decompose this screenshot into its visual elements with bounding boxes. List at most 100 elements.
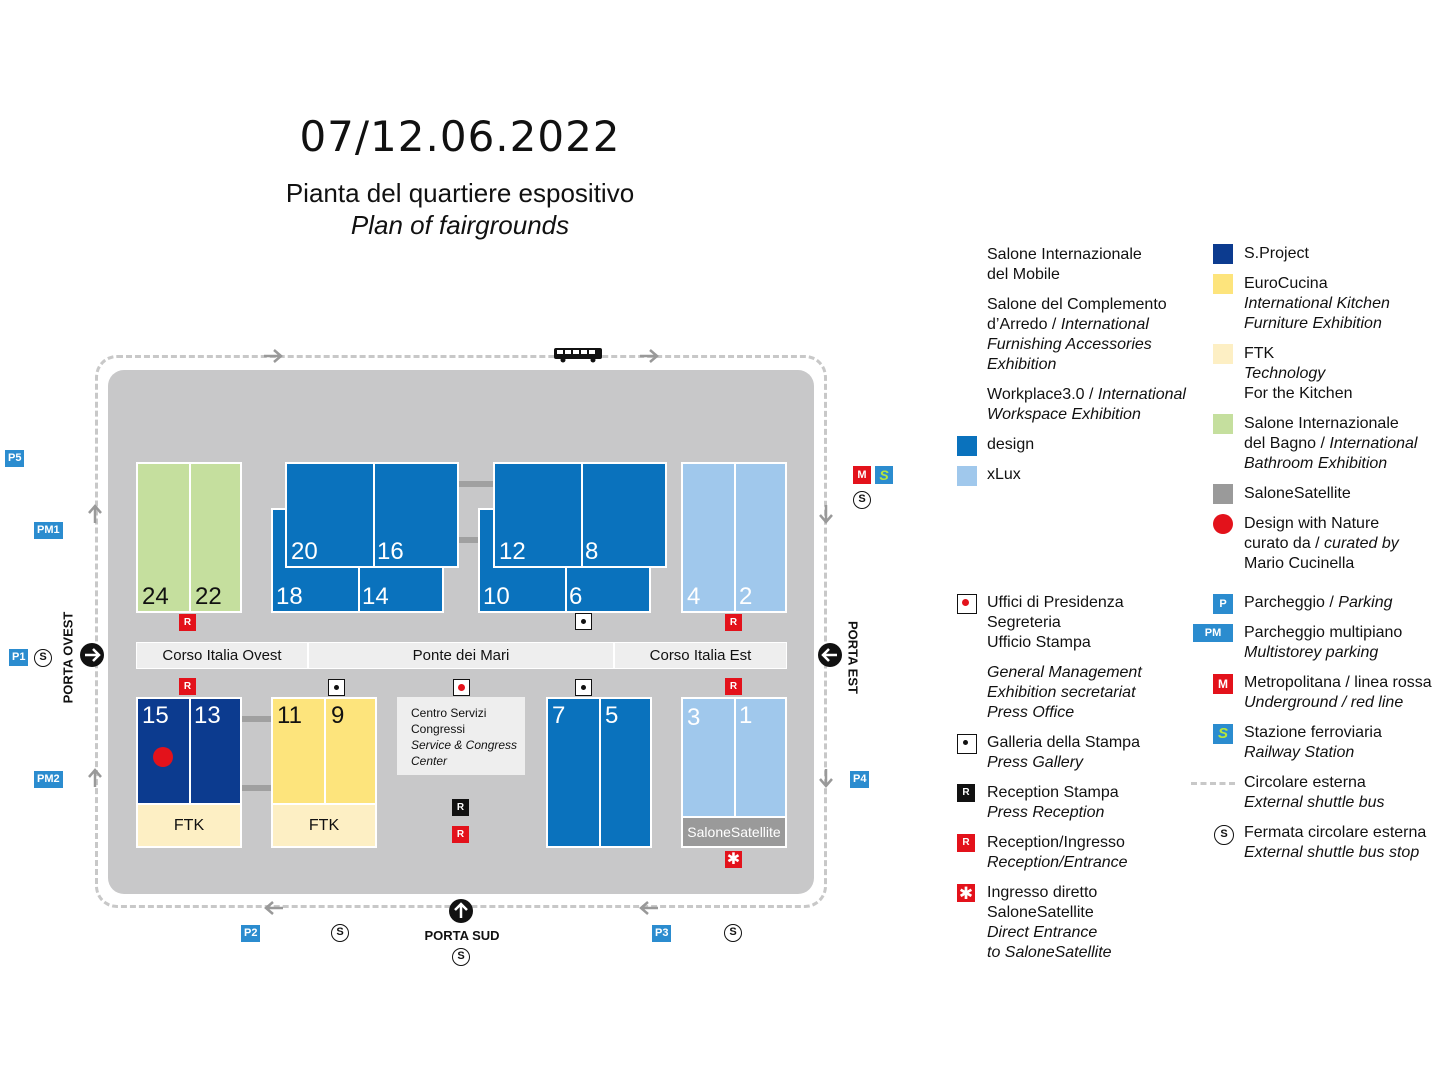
hall-label-10: 10: [483, 583, 510, 610]
route-arrow-left-icon: [264, 901, 283, 915]
press-gallery-icon: [328, 679, 345, 696]
design-with-nature-marker[interactable]: [153, 747, 173, 767]
hall-label-22: 22: [195, 583, 222, 610]
hall-label-18: 18: [276, 583, 303, 610]
shuttle-stop-icon: S: [331, 924, 349, 942]
shuttle-stop-icon: S: [452, 948, 470, 966]
gate-south-arrow-icon[interactable]: [449, 899, 473, 923]
center-label-2: Congressi: [411, 722, 466, 736]
legend-reception: Reception/Ingresso Reception/Entrance: [987, 834, 1128, 871]
reception-entrance-icon: R: [179, 678, 196, 695]
legend-multistorey-icon: PM: [1193, 624, 1233, 642]
gate-south-label: PORTA SUD: [424, 928, 500, 943]
legend-swatch-ftk: [1213, 344, 1233, 364]
legend-ingresso-diretto: Ingresso diretto SaloneSatellite Direct …: [987, 884, 1112, 961]
hall-connector: [458, 537, 494, 543]
hall-label-14: 14: [362, 583, 389, 610]
hall-15-13[interactable]: 15 13 FTK: [136, 697, 242, 848]
hall-label-16: 16: [377, 538, 404, 565]
parking-p1-badge[interactable]: P1: [9, 649, 29, 666]
hall-label-6: 6: [569, 583, 583, 610]
legend-metro: Metropolitana / linea rossa Underground …: [1244, 674, 1432, 711]
hall-7-5[interactable]: 7 5: [546, 697, 652, 848]
legend-swatch-sproject: [1213, 244, 1233, 264]
legend-parking-icon: P: [1213, 594, 1233, 614]
legend-railway: Stazione ferroviaria Railway Station: [1244, 724, 1382, 761]
shuttle-stop-icon: S: [853, 491, 871, 509]
parking-p5-badge[interactable]: P5: [5, 450, 25, 467]
route-arrow-down-icon: [819, 769, 833, 788]
gate-west-label: PORTA OVEST: [60, 611, 76, 704]
shuttle-stop-icon: S: [724, 924, 742, 942]
service-congress-center[interactable]: Centro Servizi Congressi Service & Congr…: [397, 697, 525, 775]
hall-12-8[interactable]: 12 8: [493, 462, 667, 568]
hall-label-1: 1: [739, 702, 753, 729]
hall-label-7: 7: [552, 702, 566, 729]
legend-swatch-eurocucina: [1213, 274, 1233, 294]
gate-west-arrow-icon[interactable]: [80, 643, 104, 667]
legend-multistorey: Parcheggio multipiano Multistorey parkin…: [1244, 624, 1403, 661]
hall-20-16[interactable]: 20 16: [285, 462, 459, 568]
hall-24-22[interactable]: 24 22: [136, 462, 242, 613]
railway-icon: S: [875, 466, 893, 484]
hall-3-1[interactable]: 3 1 SaloneSatellite: [681, 697, 787, 848]
management-office-icon: [453, 679, 470, 696]
legend-gallery-icon: [957, 734, 977, 754]
legend-complemento: Salone del Complemento d’Arredo / Intern…: [987, 296, 1167, 373]
gate-east-arrow-icon[interactable]: [818, 643, 842, 667]
legend-xlux: xLux: [987, 466, 1021, 483]
reception-entrance-icon: R: [725, 614, 742, 631]
legend-shuttle-stop: Fermata circolare esterna External shutt…: [1244, 824, 1427, 861]
route-arrow-down-icon: [819, 505, 833, 524]
street-corso-italia-ovest: Corso Italia Ovest: [136, 642, 308, 669]
parking-pm1-badge[interactable]: PM1: [34, 522, 63, 539]
press-gallery-icon: [575, 613, 592, 630]
hall-label-2: 2: [739, 583, 753, 610]
legend-uffici: Uffici di Presidenza Segreteria Ufficio …: [987, 594, 1142, 721]
event-dates: 07/12.06.2022: [299, 112, 621, 161]
route-arrow-right-icon: [640, 349, 659, 363]
parking-p3-badge[interactable]: P3: [652, 925, 672, 942]
reception-entrance-icon: R: [725, 678, 742, 695]
press-reception-icon: R: [452, 799, 469, 816]
center-label-1: Centro Servizi: [411, 706, 487, 720]
hall-label-13: 13: [194, 702, 221, 729]
legend-shuttle: Circolare esterna External shuttle bus: [1244, 774, 1385, 811]
legend-reception-stampa: Reception Stampa Press Reception: [987, 784, 1119, 821]
hall-label-3: 3: [687, 704, 701, 731]
shuttle-bus-icon: [554, 348, 602, 363]
center-label-3: Service & Congress: [411, 738, 518, 752]
legend-swatch-nature: [1213, 514, 1233, 534]
legend-satellite: SaloneSatellite: [1244, 485, 1351, 502]
hall-label-8: 8: [585, 538, 599, 565]
parking-pm2-badge[interactable]: PM2: [34, 771, 63, 788]
satellite-direct-entrance-icon: ✱: [725, 851, 742, 868]
legend-metro-icon: M: [1213, 674, 1233, 694]
ftk-area-a: FTK: [138, 803, 240, 846]
hall-connector: [241, 716, 271, 722]
parking-p2-badge[interactable]: P2: [241, 925, 261, 942]
route-arrow-left-icon: [639, 901, 658, 915]
parking-p4-badge[interactable]: P4: [850, 771, 870, 788]
legend-railway-icon: S: [1213, 724, 1233, 744]
legend-galleria: Galleria della Stampa Press Gallery: [987, 734, 1140, 771]
hall-label-15: 15: [142, 702, 169, 729]
hall-11-9[interactable]: 11 9 FTK: [271, 697, 377, 848]
hall-label-5: 5: [605, 702, 619, 729]
map-subtitle-it: Pianta del quartiere espositivo: [285, 178, 635, 208]
hall-label-12: 12: [499, 538, 526, 565]
legend-swatch-design: [957, 436, 977, 456]
hall-4-2[interactable]: 4 2: [681, 462, 787, 613]
reception-entrance-icon: R: [452, 826, 469, 843]
legend-press-reception-icon: R: [957, 784, 975, 802]
legend-design: design: [987, 436, 1035, 453]
legend-salone-mobile: Salone Internazionale del Mobile: [987, 246, 1142, 283]
hall-label-4: 4: [687, 583, 701, 610]
legend-direct-entrance-icon: ✱: [957, 884, 975, 903]
hall-label-20: 20: [291, 538, 318, 565]
legend-swatch-satellite: [1213, 484, 1233, 504]
street-corso-italia-est: Corso Italia Est: [614, 642, 787, 669]
map-subtitle-en: Plan of fairgrounds: [350, 210, 570, 240]
route-arrow-up-icon: [88, 768, 102, 787]
metro-icon: M: [853, 466, 871, 484]
